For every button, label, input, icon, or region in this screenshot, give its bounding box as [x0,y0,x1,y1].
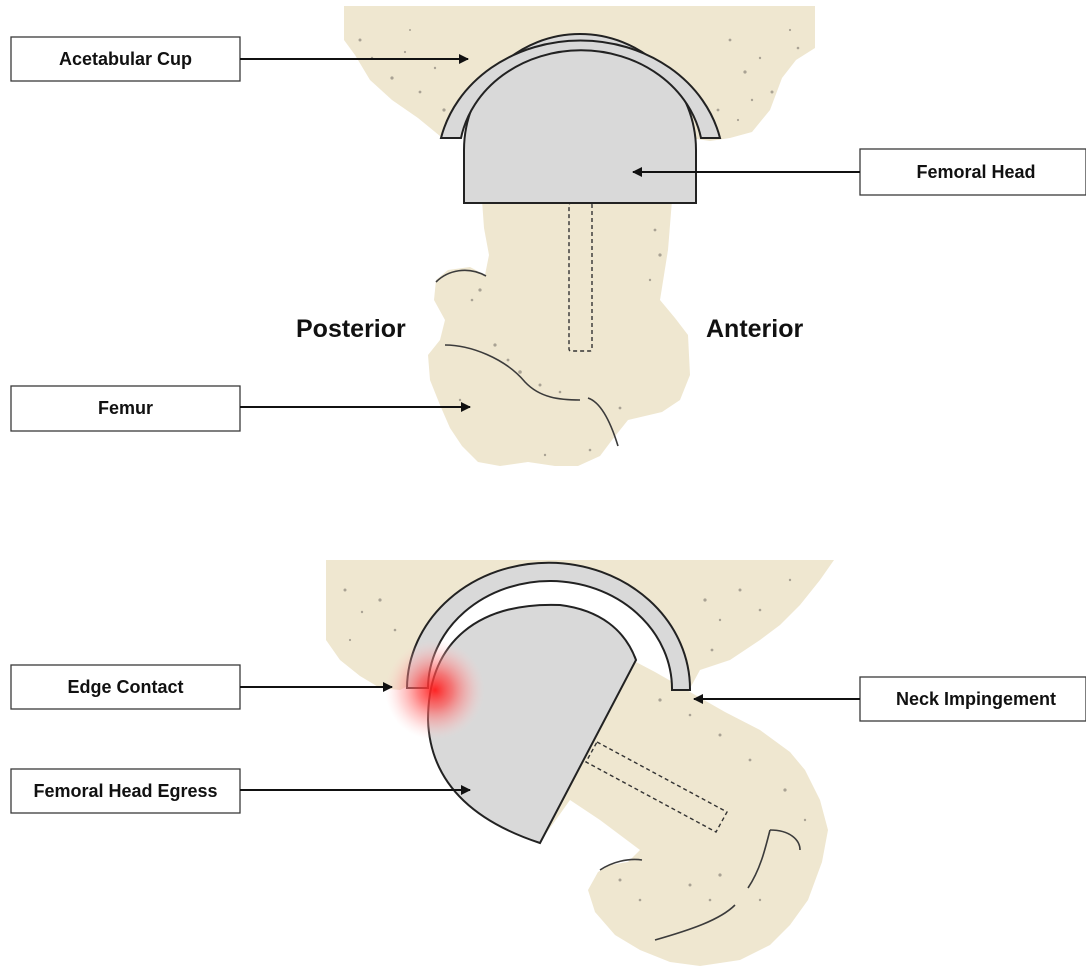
label-femoral-head: Femoral Head [633,149,1086,195]
label-femoral-head-egress-text: Femoral Head Egress [33,781,217,801]
label-femoral-head-text: Femoral Head [916,162,1035,182]
femur-bone [428,200,690,466]
label-edge-contact: Edge Contact [11,665,392,709]
label-neck-impingement: Neck Impingement [694,677,1086,721]
impinged-hip-panel [326,560,834,966]
edge-contact-glow [385,640,485,740]
label-femur-text: Femur [98,398,153,418]
label-edge-contact-text: Edge Contact [67,677,183,697]
label-acetabular-cup-text: Acetabular Cup [59,49,192,69]
posterior-label: Posterior [296,315,406,343]
label-neck-impingement-text: Neck Impingement [896,689,1056,709]
label-femur: Femur [11,386,470,431]
label-femoral-head-egress: Femoral Head Egress [11,769,470,813]
neutral-hip-panel [344,6,815,466]
anterior-label: Anterior [706,315,804,343]
